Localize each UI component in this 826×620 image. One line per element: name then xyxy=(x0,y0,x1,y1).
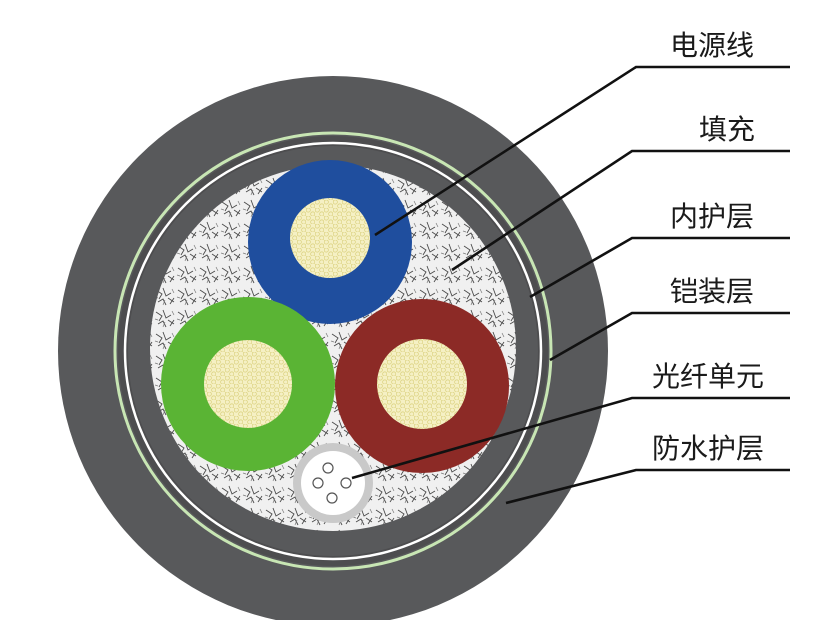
armor-layer-edge xyxy=(123,141,543,561)
power-core-blue xyxy=(248,160,412,324)
leader-filler xyxy=(451,149,790,272)
label-power-line: 电源线 xyxy=(670,29,754,62)
leader-inner-sheath xyxy=(529,236,790,299)
power-core-green xyxy=(161,297,335,471)
leader-lines xyxy=(351,65,790,505)
leader-power-line xyxy=(374,65,790,237)
label-inner-sheath: 内护层 xyxy=(670,200,754,233)
leader-waterproof-sheath xyxy=(505,468,790,505)
leader-fiber-unit xyxy=(351,396,790,480)
leader-armor-layer xyxy=(549,311,790,362)
label-waterproof-sheath: 防水护层 xyxy=(652,432,764,465)
label-armor-layer: 铠装层 xyxy=(670,275,754,308)
label-filler: 填充 xyxy=(699,113,755,146)
label-fiber-unit: 光纤单元 xyxy=(652,360,764,393)
fiber-unit xyxy=(293,443,373,523)
separator-ring xyxy=(113,131,553,571)
power-core-red xyxy=(335,299,509,473)
